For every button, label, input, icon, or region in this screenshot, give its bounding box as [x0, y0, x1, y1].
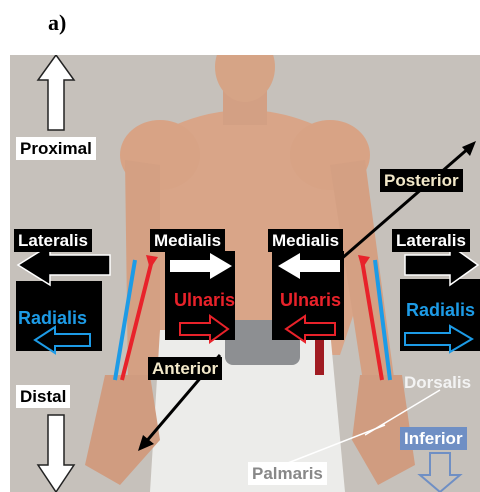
label-medialis-right: Medialis — [268, 229, 343, 252]
label-radialis-left: Radialis — [14, 307, 91, 330]
label-posterior: Posterior — [380, 169, 463, 192]
label-distal: Distal — [16, 385, 70, 408]
label-lateralis-right: Lateralis — [392, 229, 470, 252]
panel-label: a) — [48, 10, 66, 36]
label-medialis-left: Medialis — [150, 229, 225, 252]
label-ulnaris-left: Ulnaris — [170, 289, 239, 312]
anatomy-photo: Proximal Distal Lateralis Medialis Media… — [10, 55, 480, 492]
label-radialis-right: Radialis — [402, 299, 479, 322]
label-anterior: Anterior — [148, 357, 222, 380]
label-lateralis-left: Lateralis — [14, 229, 92, 252]
label-inferior: Inferior — [400, 427, 467, 450]
label-palmaris: Palmaris — [248, 462, 327, 485]
label-proximal: Proximal — [16, 137, 96, 160]
label-ulnaris-right: Ulnaris — [276, 289, 345, 312]
label-dorsalis: Dorsalis — [400, 371, 475, 394]
